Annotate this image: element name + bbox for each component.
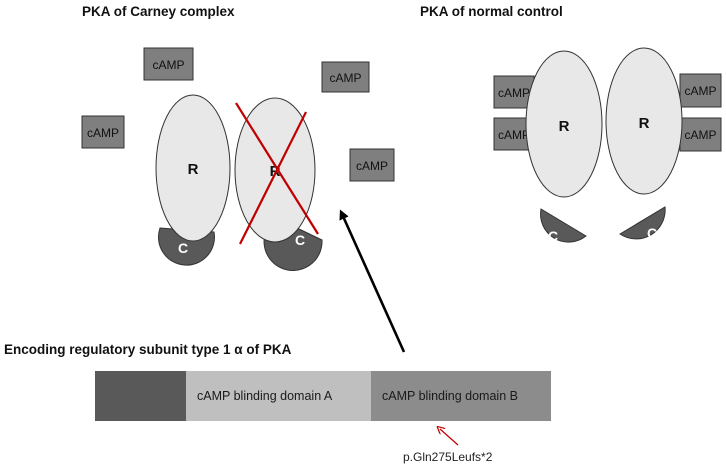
svg-text:cAMP: cAMP xyxy=(498,86,530,100)
svg-text:cAMP: cAMP xyxy=(152,58,184,72)
encoding-title: Encoding regulatory subunit type 1 α of … xyxy=(4,342,292,357)
svg-text:C: C xyxy=(647,225,657,241)
svg-text:R: R xyxy=(188,161,199,178)
domain-a-label: cAMP blinding domain A xyxy=(197,389,333,403)
svg-text:cAMP: cAMP xyxy=(356,159,388,173)
normal-camp-4: cAMP xyxy=(679,117,722,152)
gene-segment-n-terminal xyxy=(95,371,186,421)
carney-camp-1: cAMP xyxy=(143,47,194,81)
svg-text:R: R xyxy=(559,118,570,135)
normal-camp-3: cAMP xyxy=(679,73,722,108)
mutation-arrow xyxy=(440,429,459,446)
normal-title: PKA of normal control xyxy=(420,4,563,19)
domain-b-label: cAMP blinding domain B xyxy=(382,389,518,403)
gene-segment-domain-a xyxy=(186,371,371,421)
cross-mark xyxy=(235,102,319,245)
svg-text:C: C xyxy=(295,232,305,248)
gene-bar: cAMP blinding domain A cAMP blinding dom… xyxy=(95,371,551,421)
svg-text:cAMP: cAMP xyxy=(87,126,119,140)
gene-segment-domain-b xyxy=(371,371,551,421)
carney-camp-3: cAMP xyxy=(321,61,370,93)
svg-text:R: R xyxy=(639,115,650,132)
svg-text:C: C xyxy=(178,240,188,256)
mutation-label: p.Gln275Leufs*2 xyxy=(403,450,493,464)
svg-text:cAMP: cAMP xyxy=(329,71,361,85)
carney-camp-2: cAMP xyxy=(81,115,125,149)
carney-r-subunit-left: R xyxy=(155,94,231,242)
normal-c-subunit-left: C xyxy=(540,208,587,244)
gene-to-protein-arrow xyxy=(339,209,406,353)
svg-text:C: C xyxy=(548,228,558,244)
svg-text:cAMP: cAMP xyxy=(684,84,716,98)
carney-title: PKA of Carney complex xyxy=(82,4,235,19)
normal-camp-1: cAMP xyxy=(493,75,535,109)
normal-c-subunit-right: C xyxy=(619,206,666,241)
normal-r-subunit-left: R xyxy=(525,50,603,198)
normal-r-subunit-right: R xyxy=(605,47,683,195)
svg-text:cAMP: cAMP xyxy=(684,128,716,142)
carney-camp-4: cAMP xyxy=(349,148,395,182)
svg-text:cAMP: cAMP xyxy=(498,128,530,142)
